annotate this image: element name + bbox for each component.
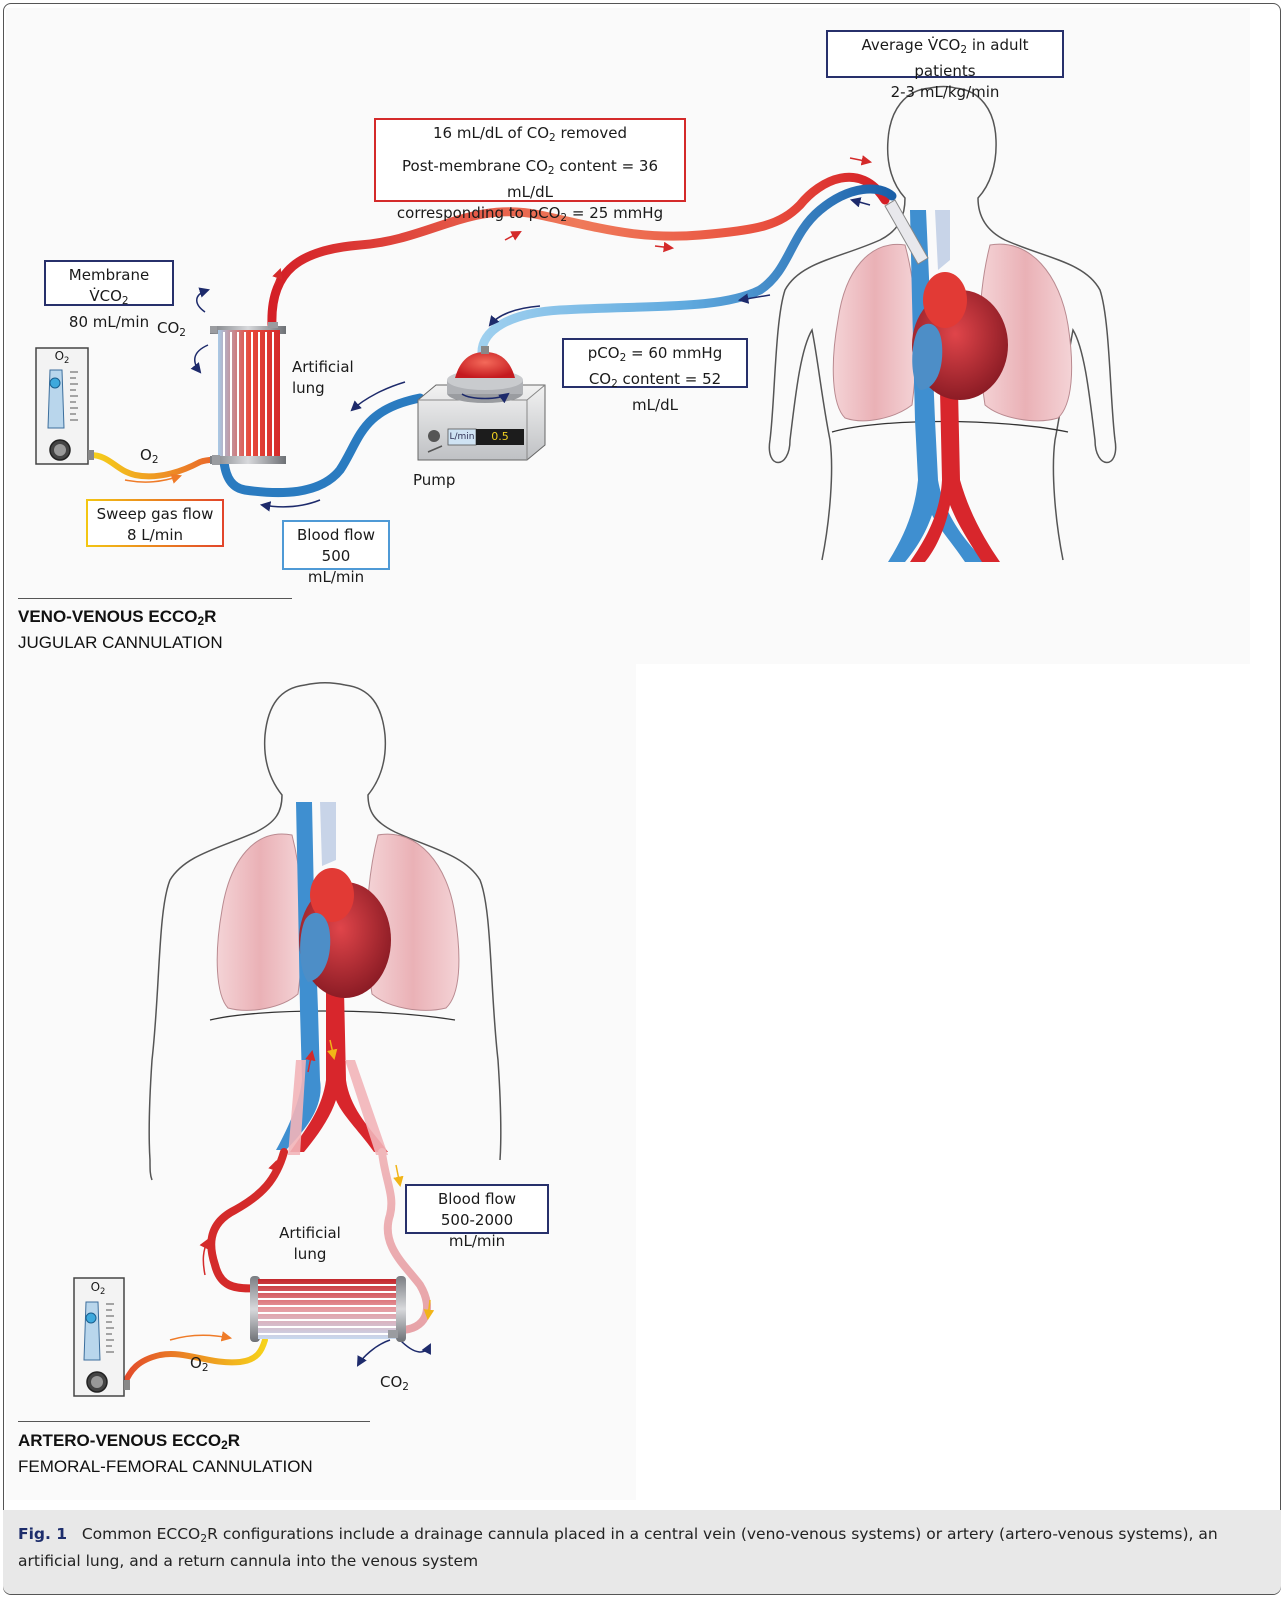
avg-vco2-text: Average V̇CO	[861, 36, 960, 54]
flowmeter-o2-sub-bottom: 2	[100, 1286, 105, 1296]
o2-gas-label-top: O2	[140, 445, 170, 471]
co2-removed-sub: 2	[549, 132, 556, 144]
corresponding-end: = 25 mmHg	[567, 204, 663, 222]
bottom-section-title: ARTERO-VENOUS ECCO2R FEMORAL-FEMORAL CAN…	[18, 1430, 313, 1477]
co2-content-sub: 2	[611, 378, 618, 390]
left-lung-bottom	[217, 834, 302, 1010]
co2-removed-end: removed	[556, 124, 627, 142]
o2-gas-text: O	[140, 446, 152, 464]
corresponding-text: corresponding to pCO	[397, 204, 561, 222]
pump-display-value: 0.5	[476, 430, 524, 444]
left-lung-top	[833, 244, 916, 420]
top-title-bold: VENO-VENOUS ECCO	[18, 607, 197, 626]
avg-vco2-value: 2-3 mL/kg/min	[836, 82, 1054, 103]
co2-removed-text: 16 mL/dL of CO	[433, 124, 549, 142]
blood-flow-text-top: Blood flow	[292, 525, 380, 546]
blood-flow-value-bottom: 500-2000 mL/min	[415, 1210, 539, 1252]
sweep-gas-text: Sweep gas flow	[96, 504, 214, 525]
co2-gas-text-bottom: CO	[380, 1373, 402, 1391]
post-membrane-sub: 2	[548, 165, 555, 177]
flowmeter-o2-label-top: O2	[50, 348, 74, 368]
artificial-lung-word1-bottom: Artificial	[272, 1223, 348, 1244]
bottom-title-sub: 2	[221, 1438, 228, 1452]
post-membrane-text: Post-membrane CO	[402, 157, 548, 175]
flowmeter-o2-text: O	[55, 349, 64, 363]
figure-caption: Fig. 1 Common ECCO2R configurations incl…	[18, 1523, 1268, 1573]
pco2-end: = 60 mmHg	[626, 344, 722, 362]
jugular-top	[935, 210, 950, 270]
co2-gas-label-bottom: CO2	[380, 1372, 420, 1398]
membrane-vco2-value: 80 mL/min	[54, 312, 164, 333]
artificial-lung-word1: Artificial	[292, 357, 362, 378]
blood-flow-text-bottom: Blood flow	[415, 1189, 539, 1210]
pump-label: Pump	[413, 470, 473, 491]
o2-gas-sub-bottom: 2	[202, 1362, 209, 1374]
artificial-lung-label-bottom: Artificial lung	[272, 1223, 348, 1265]
artificial-lung-bottom	[250, 1276, 406, 1342]
co2-content-text: CO	[589, 370, 611, 388]
sweep-gas-value: 8 L/min	[96, 525, 214, 546]
o2-gas-text-bottom: O	[190, 1354, 202, 1372]
artificial-lung-label-top: Artificial lung	[292, 357, 362, 399]
membrane-vco2-sub: 2	[122, 295, 129, 307]
top-title-end: R	[204, 607, 216, 626]
blood-flow-box-top: Blood flow 500 mL/min	[282, 520, 390, 570]
sweep-gas-box: Sweep gas flow 8 L/min	[86, 499, 224, 547]
caption-text-pre: Common ECCO	[82, 1525, 200, 1543]
co2-gas-sub: 2	[179, 327, 186, 339]
co2-gas-label-top: CO2	[157, 318, 197, 344]
bottom-section-divider	[18, 1421, 370, 1422]
membrane-vco2-box: Membrane V̇CO2 80 mL/min	[44, 260, 174, 306]
co2-gas-text: CO	[157, 319, 179, 337]
bottom-title-bold: ARTERO-VENOUS ECCO	[18, 1431, 221, 1450]
bottom-title-end: R	[228, 1431, 240, 1450]
flowmeter-o2-label-bottom: O2	[86, 1279, 110, 1299]
top-title-subtitle: JUGULAR CANNULATION	[18, 632, 223, 653]
jugular-bottom	[320, 802, 336, 866]
caption-fig-label: Fig. 1	[18, 1525, 67, 1543]
flowmeter-o2-sub: 2	[64, 355, 69, 365]
o2-gas-sub: 2	[152, 454, 159, 466]
co2-content-end: content = 52 mL/dL	[618, 370, 721, 414]
artificial-lung-word2-bottom: lung	[272, 1244, 348, 1265]
membrane-vco2-text: Membrane V̇CO	[69, 266, 149, 305]
bottom-title-subtitle: FEMORAL-FEMORAL CANNULATION	[18, 1456, 313, 1477]
artificial-lung-top	[210, 322, 286, 465]
top-section-divider	[18, 598, 292, 599]
artificial-lung-word2: lung	[292, 378, 362, 399]
co2-gas-sub-bottom: 2	[402, 1381, 409, 1393]
co2-removed-box: 16 mL/dL of CO2 removed Post-membrane CO…	[374, 118, 686, 202]
top-section-title: VENO-VENOUS ECCO2R JUGULAR CANNULATION	[18, 606, 223, 653]
o2-gas-label-bottom: O2	[190, 1353, 220, 1379]
flowmeter-o2-text-bottom: O	[91, 1280, 100, 1294]
pco2-text: pCO	[588, 344, 620, 362]
average-vco2-box: Average V̇CO2 in adult patients 2-3 mL/k…	[826, 30, 1064, 78]
blood-flow-box-bottom: Blood flow 500-2000 mL/min	[405, 1184, 549, 1234]
pump-unit: L/min	[448, 430, 476, 444]
pco2-box: pCO2 = 60 mmHg CO2 content = 52 mL/dL	[562, 338, 748, 388]
blood-flow-value-top: 500 mL/min	[292, 546, 380, 588]
